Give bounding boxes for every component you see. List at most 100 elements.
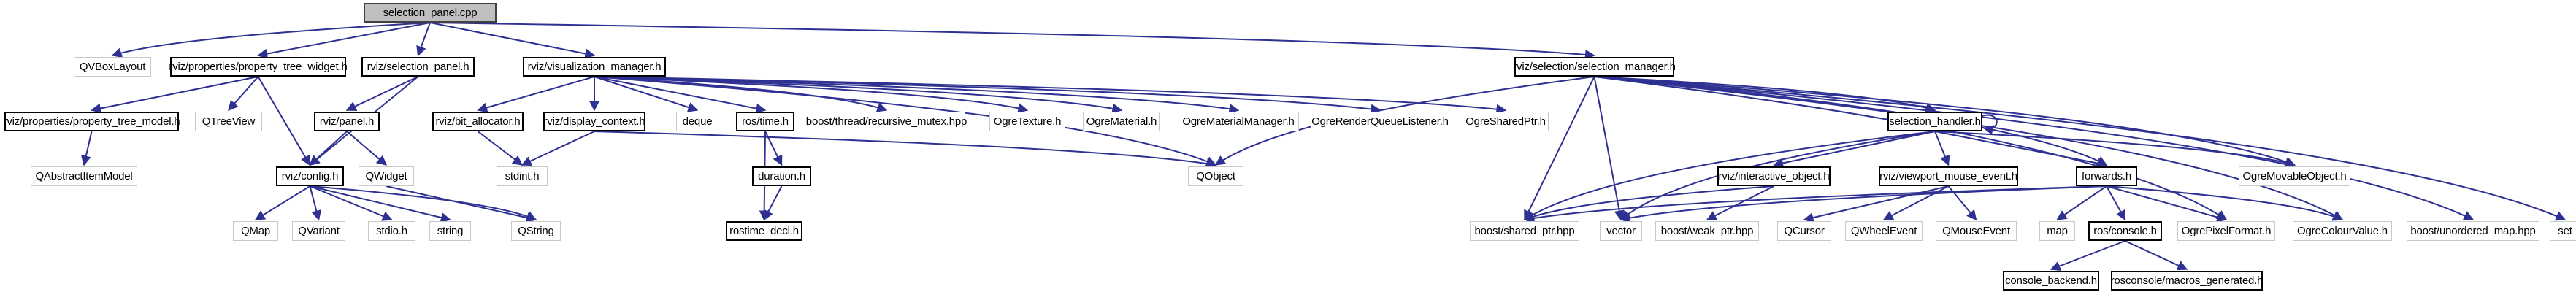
- graph-node-rostime_decl[interactable]: rostime_decl.h: [726, 221, 802, 241]
- graph-node-selection_panel_h[interactable]: rviz/selection_panel.h: [361, 57, 475, 77]
- graph-node-qvboxlayout[interactable]: QVBoxLayout: [74, 57, 151, 77]
- graph-node-ogre_material[interactable]: OgreMaterial.h: [1083, 112, 1160, 131]
- graph-node-qwheelevent[interactable]: QWheelEvent: [1845, 221, 1923, 241]
- graph-edge-interactive_object-to-boost_shared_ptr: [1523, 185, 1774, 221]
- graph-node-selection_manager[interactable]: rviz/selection/selection_manager.h: [1513, 57, 1676, 77]
- graph-edge-selection_handler-to-viewport_mouse_event: [1934, 131, 1950, 166]
- graph-node-qmouseevent[interactable]: QMouseEvent: [1936, 221, 2017, 241]
- graph-node-console_backend[interactable]: console_backend.h: [2003, 271, 2099, 291]
- graph-edge-selection_manager-to-boost_shared_ptr: [1524, 76, 1595, 221]
- graph-edge-config_h-to-qmap: [254, 185, 311, 220]
- graph-node-set[interactable]: set: [2550, 221, 2576, 241]
- graph-edge-ros_console-to-console_backend: [2050, 240, 2125, 272]
- graph-node-qvariant[interactable]: QVariant: [292, 221, 345, 241]
- graph-edge-visualization_manager-to-ogre_material_manager: [594, 76, 1240, 114]
- graph-edge-selection_panel_cpp-to-property_tree_widget: [257, 22, 431, 59]
- graph-edge-display_context-to-stdint: [521, 131, 595, 166]
- graph-edge-forwards_h-to-ogre_pixel_format: [2106, 185, 2228, 223]
- graph-edge-selection_manager-to-ogre_pixel_format: [1594, 76, 2228, 220]
- graph-edge-visualization_manager-to-ogre_shared_ptr: [594, 76, 1507, 115]
- graph-node-selection_panel_cpp[interactable]: selection_panel.cpp: [364, 3, 497, 23]
- graph-node-ogre_material_manager[interactable]: OgreMaterialManager.h: [1178, 112, 1299, 131]
- graph-node-map[interactable]: map: [2039, 221, 2075, 241]
- graph-edge-interactive_object-to-boost_weak_ptr: [1706, 185, 1774, 220]
- graph-edge-selection_manager-to-boost_unordered_map: [1594, 76, 2475, 220]
- graph-node-qobject[interactable]: QObject: [1188, 166, 1243, 186]
- graph-edge-panel_h-to-qwidget: [346, 131, 388, 166]
- graph-edge-forwards_h-to-boost_shared_ptr: [1523, 185, 2107, 223]
- graph-node-qabstractitemmodel[interactable]: QAbstractItemModel: [31, 166, 137, 186]
- graph-edge-selection_manager-to-vector: [1593, 76, 1625, 221]
- graph-edge-qwidget-to-qstring: [386, 185, 537, 223]
- graph-edge-forwards_h-to-vector: [1619, 185, 2107, 223]
- graph-node-ogre_movable_object[interactable]: OgreMovableObject.h: [2239, 166, 2350, 186]
- graph-node-boost_shared_ptr[interactable]: boost/shared_ptr.hpp: [1470, 221, 1579, 241]
- graph-edge-config_h-to-string: [310, 185, 451, 223]
- graph-node-qtreeview[interactable]: QTreeView: [195, 112, 262, 131]
- graph-node-stdint[interactable]: stdint.h: [497, 166, 548, 186]
- graph-node-interactive_object[interactable]: rviz/interactive_object.h: [1717, 166, 1831, 186]
- graph-node-ogre_shared_ptr[interactable]: OgreSharedPtr.h: [1463, 112, 1549, 131]
- graph-edge-config_h-to-qstring: [310, 185, 537, 221]
- graph-node-property_tree_widget[interactable]: rviz/properties/property_tree_widget.h: [169, 57, 348, 77]
- graph-node-ogre_colour_value[interactable]: OgreColourValue.h: [2293, 221, 2392, 241]
- graph-node-ros_time[interactable]: ros/time.h: [736, 112, 794, 131]
- graph-edge-duration_h-to-rostime_decl: [763, 185, 783, 221]
- graph-edge-viewport_mouse_event-to-qmouseevent: [1947, 185, 1977, 221]
- graph-edge-bit_allocator-to-stdint: [477, 131, 524, 166]
- graph-edge-property_tree_widget-to-qtreeview: [228, 76, 259, 112]
- graph-edge-property_tree_widget-to-config_h: [257, 76, 311, 166]
- graph-node-ogre_pixel_format[interactable]: OgrePixelFormat.h: [2177, 221, 2275, 241]
- graph-node-config_h[interactable]: rviz/config.h: [276, 166, 344, 186]
- graph-edge-selection_handler-to-interactive_object: [1773, 131, 1936, 169]
- graph-node-vector[interactable]: vector: [1600, 221, 1642, 241]
- graph-edge-ros_time-to-duration_h: [764, 131, 783, 166]
- graph-node-ogre_render_queue_listener[interactable]: OgreRenderQueueListener.h: [1311, 112, 1449, 131]
- graph-node-stdio_h[interactable]: stdio.h: [368, 221, 415, 241]
- graph-edge-viewport_mouse_event-to-qwheelevent: [1882, 185, 1949, 220]
- graph-edge-selection_manager-to-forwards_h: [1594, 76, 2108, 166]
- graph-node-bit_allocator[interactable]: rviz/bit_allocator.h: [432, 112, 524, 131]
- graph-node-viewport_mouse_event[interactable]: rviz/viewport_mouse_event.h: [1879, 166, 2018, 186]
- graph-edge-visualization_manager-to-ogre_render_queue_listener: [594, 76, 1381, 115]
- graph-node-boost_unordered_map[interactable]: boost/unordered_map.hpp: [2407, 221, 2539, 241]
- graph-edge-panel_h-to-config_h: [309, 131, 348, 166]
- graph-node-display_context[interactable]: rviz/display_context.h: [543, 112, 645, 131]
- graph-edge-visualization_manager-to-bit_allocator: [477, 76, 595, 113]
- graph-edge-selection_manager-to-selection_handler: [1594, 76, 1936, 113]
- graph-edge-selection_panel_cpp-to-qvboxlayout: [111, 22, 431, 58]
- graph-edge-forwards_h-to-ogre_colour_value: [2106, 185, 2344, 221]
- graph-edge-selection_panel_cpp-to-visualization_manager: [429, 22, 596, 59]
- graph-edge-visualization_manager-to-ogre_material: [594, 76, 1123, 114]
- graph-node-ogre_texture[interactable]: OgreTexture.h: [989, 112, 1065, 131]
- graph-edge-selection_panel_cpp-to-selection_panel_h: [416, 22, 431, 57]
- graph-edge-visualization_manager-to-ros_time: [594, 76, 767, 114]
- graph-node-selection_handler[interactable]: selection_handler.h: [1887, 112, 1982, 131]
- graph-node-ros_console[interactable]: ros/console.h: [2088, 221, 2162, 241]
- graph-node-qwidget[interactable]: QWidget: [359, 166, 414, 186]
- graph-node-deque[interactable]: deque: [676, 112, 718, 131]
- graph-edge-config_h-to-qvariant: [309, 185, 322, 221]
- graph-node-string[interactable]: string: [429, 221, 471, 241]
- graph-node-duration_h[interactable]: duration.h: [752, 166, 811, 186]
- graph-edge-selection_panel_cpp-to-selection_manager: [429, 22, 1595, 60]
- graph-node-recursive_mutex[interactable]: boost/thread/recursive_mutex.hpp: [806, 112, 967, 131]
- graph-node-macros_generated[interactable]: rosconsole/macros_generated.h: [2111, 271, 2263, 291]
- graph-edge-visualization_manager-to-ogre_texture: [594, 76, 1029, 113]
- graph-edge-display_context-to-qobject: [594, 131, 1217, 169]
- graph-node-qstring[interactable]: QString: [511, 221, 561, 241]
- graph-node-forwards_h[interactable]: forwards.h: [2076, 166, 2137, 186]
- graph-node-qcursor[interactable]: QCursor: [1777, 221, 1831, 241]
- graph-edge-visualization_manager-to-recursive_mutex: [594, 76, 888, 112]
- graph-node-visualization_manager[interactable]: rviz/visualization_manager.h: [523, 57, 666, 77]
- graph-node-boost_weak_ptr[interactable]: boost/weak_ptr.hpp: [1655, 221, 1759, 241]
- graph-node-qmap[interactable]: QMap: [233, 221, 278, 241]
- graph-edge-selection_manager-to-set: [1594, 76, 2567, 221]
- graph-node-panel_h[interactable]: rviz/panel.h: [314, 112, 380, 131]
- graph-node-property_tree_model[interactable]: rviz/properties/property_tree_model.h: [4, 112, 180, 131]
- graph-edge-forwards_h-to-ros_console: [2106, 185, 2126, 221]
- graph-edge-selection_handler-to-ogre_movable_object: [1934, 131, 2296, 168]
- graph-edge-property_tree_widget-to-property_tree_model: [91, 76, 258, 114]
